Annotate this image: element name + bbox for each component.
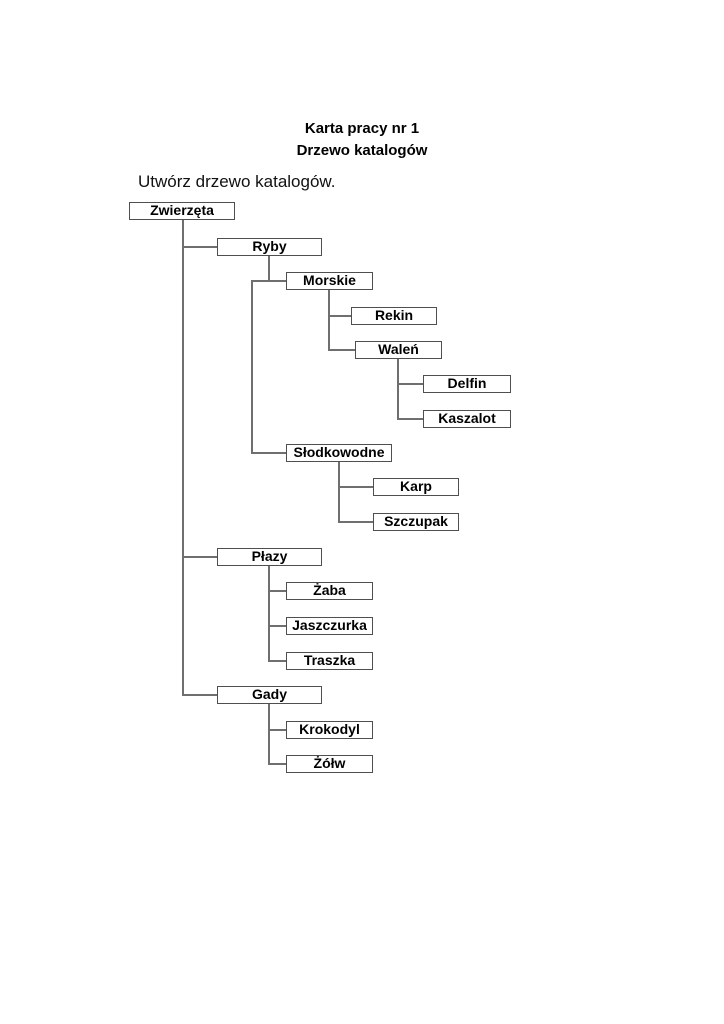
connector-vline-gady-trunk <box>268 704 270 765</box>
tree-node-szczupak: Szczupak <box>373 513 459 531</box>
connector-hline-gady <box>182 694 217 696</box>
connector-hline-karp <box>338 486 373 488</box>
tree-node-walen: Waleń <box>355 341 442 359</box>
tree-node-kaszalot: Kaszalot <box>423 410 511 428</box>
tree-node-krokodyl: Krokodyl <box>286 721 373 739</box>
connector-vline-plazy-trunk <box>268 566 270 662</box>
tree-node-zolw: Żółw <box>286 755 373 773</box>
page-title: Karta pracy nr 1 <box>304 120 420 137</box>
tree-node-zaba: Żaba <box>286 582 373 600</box>
connector-hline-zolw <box>268 763 286 765</box>
connector-hline-kaszalot <box>397 418 423 420</box>
tree-node-delfin: Delfin <box>423 375 511 393</box>
tree-node-morskie: Morskie <box>286 272 373 290</box>
connector-hline-szczupak <box>338 521 373 523</box>
connector-hline-traszka <box>268 660 286 662</box>
tree-node-traszka: Traszka <box>286 652 373 670</box>
connector-hline-ryby <box>182 246 217 248</box>
connector-vline-ryby-trunk <box>251 280 253 454</box>
instruction-text: Utwórz drzewo katalogów. <box>138 172 336 191</box>
connector-hline-walen <box>328 349 355 351</box>
connector-hline-delfin <box>397 383 423 385</box>
tree-node-zwierzeta: Zwierzęta <box>129 202 235 220</box>
connector-vline-zwierzeta-trunk <box>182 220 184 696</box>
connector-hline-krokodyl <box>268 729 286 731</box>
connector-hline-morskie <box>251 280 286 282</box>
page-subtitle: Drzewo katalogów <box>296 142 428 159</box>
connector-vline-ryby-stub <box>268 256 270 282</box>
connector-hline-zaba <box>268 590 286 592</box>
tree-node-gady: Gady <box>217 686 322 704</box>
tree-node-plazy: Płazy <box>217 548 322 566</box>
title-block: Karta pracy nr 1 Drzewo katalogów <box>0 118 724 162</box>
connector-vline-morskie-trunk <box>328 290 330 351</box>
connector-hline-plazy <box>182 556 217 558</box>
connector-hline-rekin <box>328 315 351 317</box>
connector-vline-slodkowodne-trunk <box>338 462 340 523</box>
connector-hline-slodkowodne <box>251 452 286 454</box>
connector-hline-jaszczurka <box>268 625 286 627</box>
tree-node-rekin: Rekin <box>351 307 437 325</box>
tree-node-ryby: Ryby <box>217 238 322 256</box>
tree-node-karp: Karp <box>373 478 459 496</box>
tree-node-jaszczurka: Jaszczurka <box>286 617 373 635</box>
connector-vline-walen-trunk <box>397 359 399 420</box>
tree-node-slodkowodne: Słodkowodne <box>286 444 392 462</box>
